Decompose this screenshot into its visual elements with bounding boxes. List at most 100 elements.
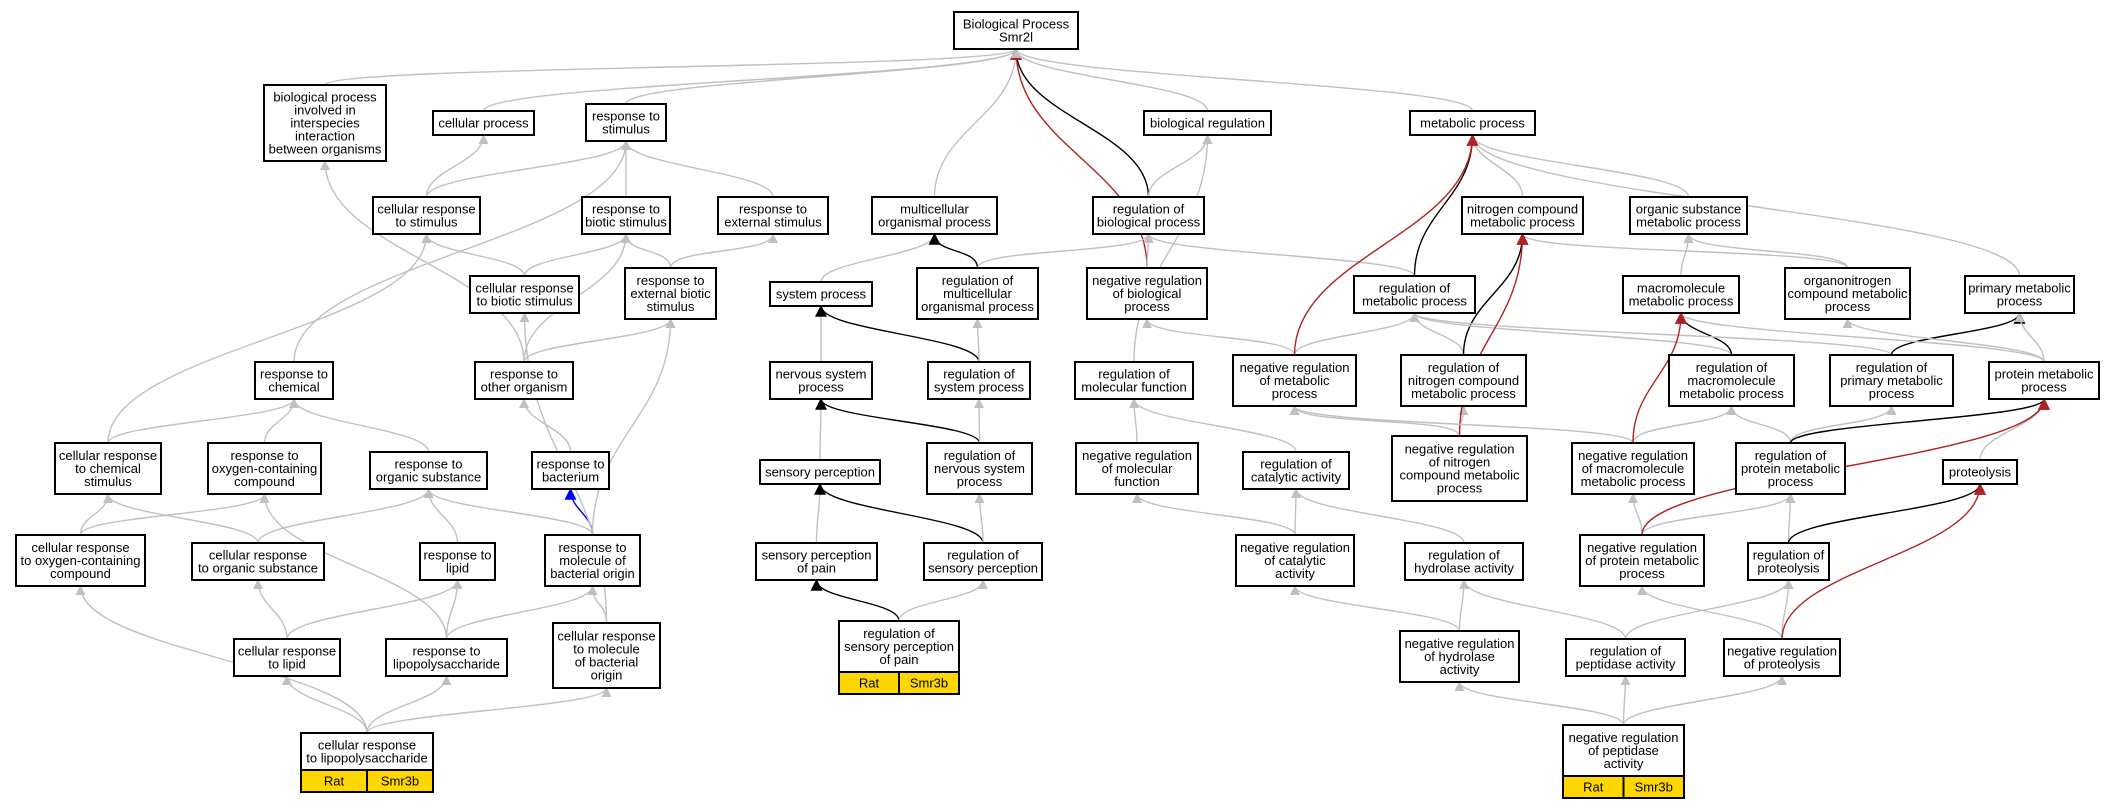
go-term-label: process (1272, 386, 1318, 401)
go-term-sysproc[interactable]: system process (769, 281, 873, 307)
edge-reghyd-to-regcat (1291, 488, 1465, 544)
go-term-metab[interactable]: metabolic process (1409, 110, 1536, 136)
edge-regprot-to-regprim (1789, 405, 1897, 444)
edge-protmet-to-orgnitro (1842, 318, 2045, 363)
edge-crlps-to-crlipid (282, 675, 368, 734)
go-term-label: biological regulation (1150, 116, 1265, 131)
edge-regpain-to-regsens (898, 579, 988, 622)
edge-negpep-to-neghyd (1454, 681, 1625, 726)
go-term-label: sensory perception (928, 561, 1038, 576)
go-term-proteo[interactable]: proteolysis (1942, 459, 2018, 485)
go-term-box (1086, 267, 1208, 320)
annotation-species: Rat (859, 676, 880, 691)
edge-crlps-to-croxy (75, 585, 368, 734)
go-term-box (544, 534, 641, 587)
go-term-label: organonitrogen (1804, 273, 1891, 288)
go-term-label: organismal process (878, 215, 991, 230)
go-term-box (1622, 275, 1740, 314)
go-term-box (207, 442, 322, 495)
go-term-label: cellular response (557, 629, 655, 644)
edge-crorg-to-rorg (257, 488, 434, 544)
go-term-label: function (1114, 474, 1160, 489)
edge-cellresp-to-resp (425, 140, 631, 198)
go-term-label: chemical (268, 380, 319, 395)
edge-regpain-to-spain (810, 578, 900, 622)
go-term-label: metabolic process (1629, 294, 1734, 309)
go-term-label: response to (231, 448, 299, 463)
edge-crorg-to-crchem (103, 493, 259, 544)
go-term-label: of biological (1113, 286, 1182, 301)
edge-regmulti-to-multi (928, 232, 979, 269)
go-term-cellproc[interactable]: cellular process (432, 110, 535, 136)
go-term-label: between organisms (269, 142, 382, 157)
edge-rmolbact-to-rbact (564, 487, 594, 536)
go-term-label: of molecular (1102, 461, 1173, 476)
edge-regsys-to-regmulti (972, 318, 983, 363)
go-term-label: to stimulus (395, 215, 458, 230)
go-term-label: regulation of (1428, 548, 1500, 563)
go-term-sensory[interactable]: sensory perception (759, 459, 881, 485)
edge-macro-to-orgsub (1680, 233, 1694, 277)
edge-negbp-to-bp (1010, 47, 1148, 269)
go-term-label: macromolecule (1687, 373, 1775, 388)
go-term-bioreg[interactable]: biological regulation (1143, 110, 1272, 136)
